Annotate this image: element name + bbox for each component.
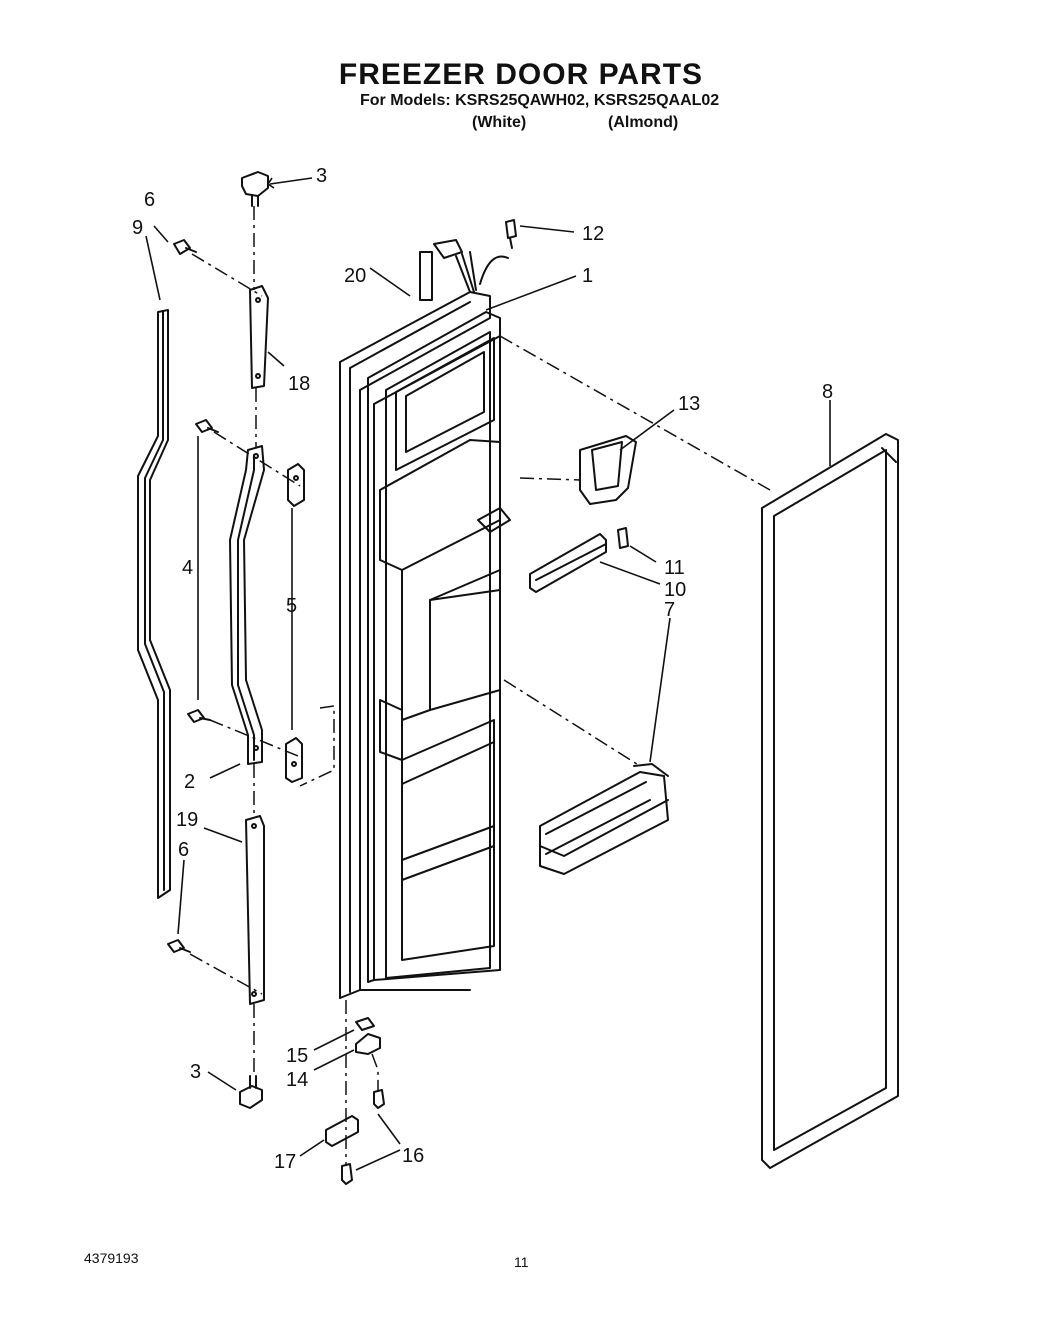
callout-14: 14 xyxy=(286,1069,308,1091)
part-6-screw-bottom xyxy=(167,939,191,953)
callout-7: 7 xyxy=(664,599,675,621)
part-7-door-bins xyxy=(539,763,669,875)
part-3-bottom-end-cap xyxy=(239,1075,263,1109)
part-2-handle xyxy=(229,445,265,765)
part-6-screw-top xyxy=(173,239,197,255)
part-3-top-end-cap xyxy=(241,171,269,207)
callout-2: 2 xyxy=(184,771,195,793)
part-8-door-gasket xyxy=(761,433,899,1169)
part-5-clip-upper xyxy=(287,463,305,507)
part-5-clip-lower xyxy=(285,737,303,783)
part-12-screw xyxy=(505,219,517,249)
part-4-screw-lower xyxy=(187,709,211,723)
part-16-screws xyxy=(341,1089,385,1185)
document-number: 4379193 xyxy=(84,1250,139,1266)
part-13-chute xyxy=(579,435,637,505)
callout-9: 9 xyxy=(132,217,143,239)
variant-white: (White) xyxy=(472,114,527,131)
part-11-clip xyxy=(617,527,629,549)
part-9-handle-trim xyxy=(137,309,171,899)
callout-12: 12 xyxy=(582,223,604,245)
callout-3-bottom: 3 xyxy=(190,1061,201,1083)
part-1-door-assembly xyxy=(339,239,511,999)
part-4-screw-upper xyxy=(195,419,219,433)
callout-10: 10 xyxy=(664,579,686,601)
page-number: 11 xyxy=(514,1254,529,1270)
part-19-lower-bracket xyxy=(245,815,265,1005)
callout-13: 13 xyxy=(678,393,700,415)
page-title: FREEZER DOOR PARTS xyxy=(338,58,704,91)
callout-11: 11 xyxy=(664,557,685,579)
callout-8: 8 xyxy=(822,381,833,403)
callout-15: 15 xyxy=(286,1045,308,1067)
callout-19: 19 xyxy=(176,809,198,831)
part-15-hinge-washer xyxy=(355,1017,375,1031)
part-18-upper-bracket xyxy=(249,285,269,389)
part-10-slide xyxy=(529,533,607,593)
callout-5: 5 xyxy=(286,595,297,617)
callout-20: 20 xyxy=(344,265,366,287)
part-14-hinge-bushing xyxy=(355,1033,381,1055)
callout-6-bottom: 6 xyxy=(178,839,189,861)
callout-4: 4 xyxy=(182,557,193,579)
callout-17: 17 xyxy=(274,1151,296,1173)
variant-almond: (Almond) xyxy=(608,114,679,131)
callout-3-top: 3 xyxy=(316,165,327,187)
callout-6-top: 6 xyxy=(144,189,155,211)
part-17-hinge-bracket xyxy=(325,1115,359,1147)
models-line: For Models: KSRS25QAWH02, KSRS25QAAL02 xyxy=(360,92,720,109)
callout-18: 18 xyxy=(288,373,310,395)
callout-1: 1 xyxy=(582,265,593,287)
callout-16: 16 xyxy=(402,1145,424,1167)
